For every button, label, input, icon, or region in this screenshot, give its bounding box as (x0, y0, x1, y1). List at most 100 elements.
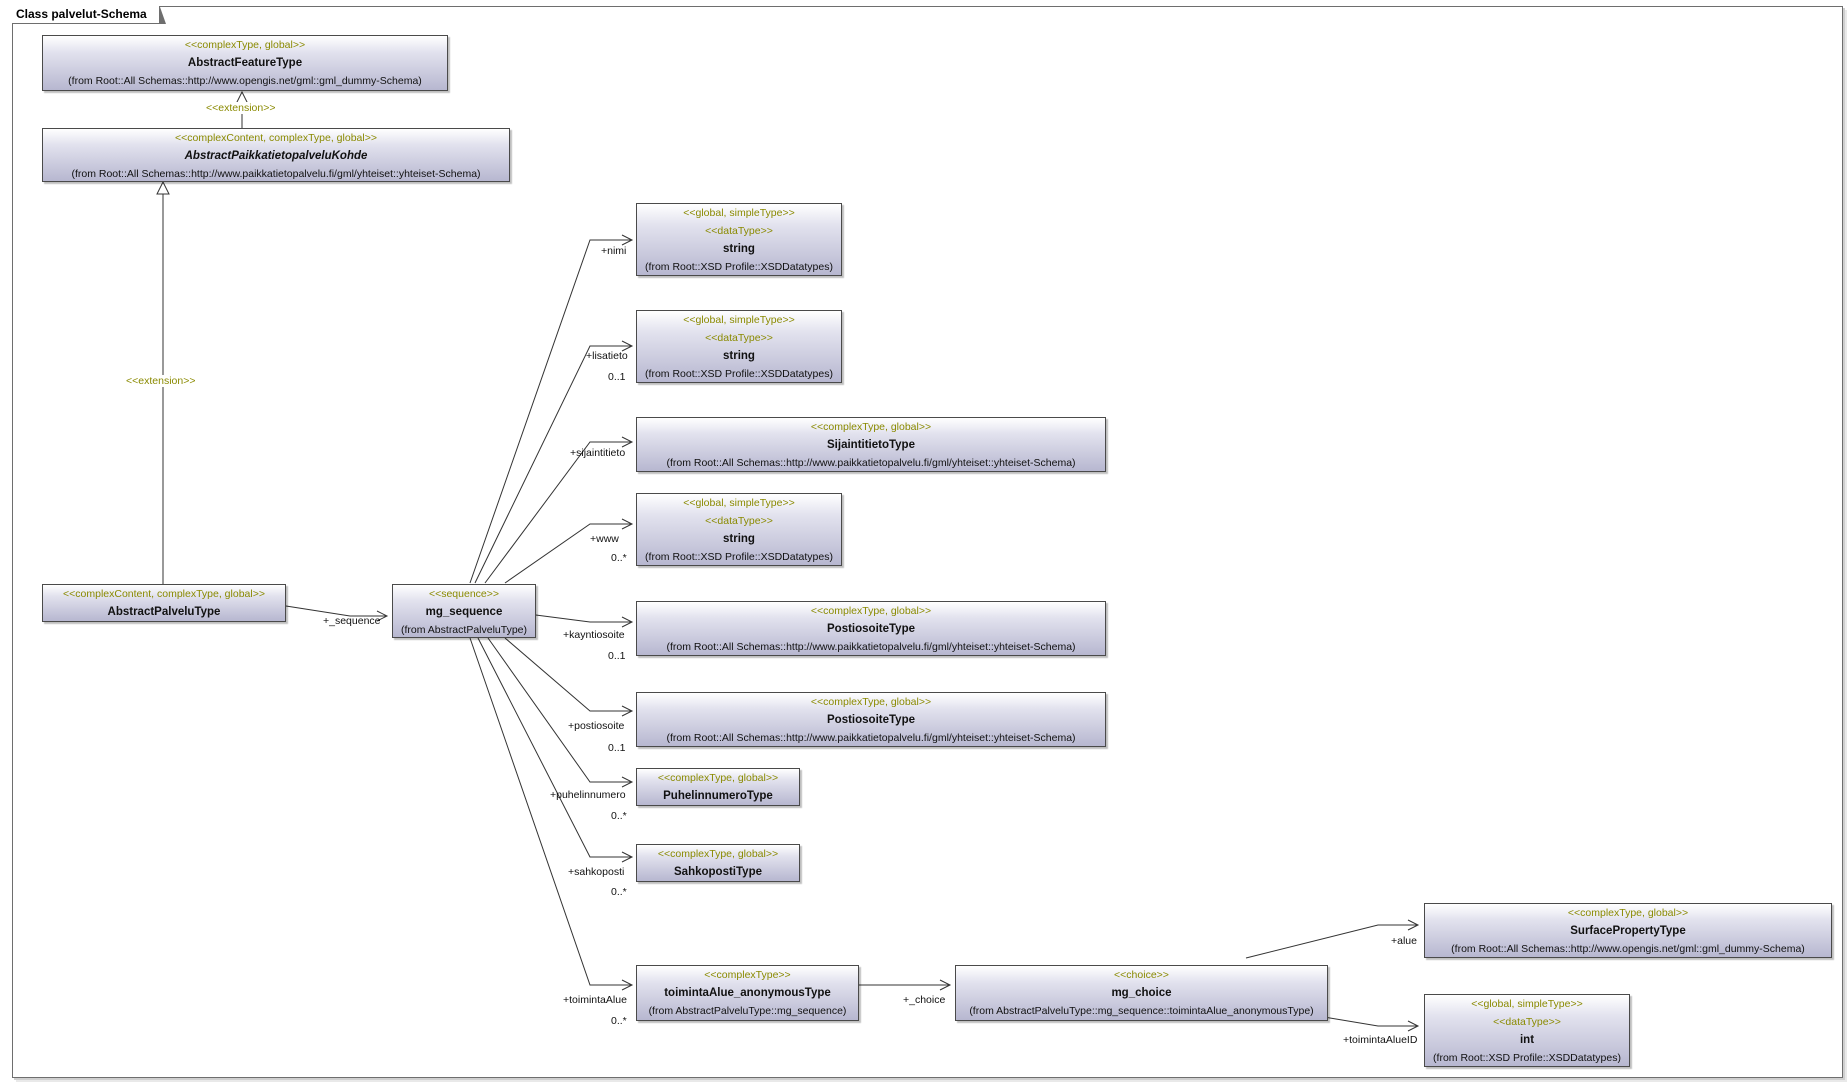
kayntiosoite-link (527, 613, 632, 623)
class-name: SahkopostiType (674, 866, 762, 878)
lisatieto-link (474, 345, 632, 584)
datatype-stereotype-label: <<dataType>> (705, 332, 773, 344)
stereotype-label: <<complexType, global>> (1567, 907, 1689, 919)
class-origin: (from AbstractPalveluType::mg_sequence::… (969, 1005, 1314, 1017)
class-origin: (from Root::All Schemas::http://www.paik… (666, 641, 1076, 653)
datatype-stereotype-label: <<dataType>> (1493, 1016, 1561, 1028)
stereotype-label: <<global, simpleType>> (683, 497, 795, 509)
stereotype-label: <<complexContent, complexType, global>> (175, 132, 377, 144)
toimintaalue-role-label: +toimintaAlue (563, 994, 627, 1006)
class-lisatieto-string[interactable]: <<global, simpleType>> <<dataType>> stri… (636, 310, 842, 383)
class-mg-sequence[interactable]: <<sequence>> mg_sequence (from AbstractP… (392, 584, 536, 638)
kayntiosoite-role-label: +kayntiosoite (563, 629, 625, 641)
class-origin: (from Root::XSD Profile::XSDDatatypes) (645, 261, 833, 273)
class-www-string[interactable]: <<global, simpleType>> <<dataType>> stri… (636, 493, 842, 566)
stereotype-label: <<complexType>> (704, 969, 791, 981)
class-origin: (from Root::XSD Profile::XSDDatatypes) (645, 551, 833, 563)
stereotype-label: <<complexType, global>> (810, 696, 932, 708)
class-puhelinnumero-type[interactable]: <<complexType, global>> PuhelinnumeroTyp… (636, 768, 800, 806)
extension-label-mid: <<extension>> (126, 375, 196, 387)
class-name: AbstractPaikkatietopalveluKohde (184, 150, 368, 162)
extension-arrowhead-mid (156, 180, 170, 195)
toimintaalueid-link (1317, 1015, 1418, 1027)
class-name: string (723, 243, 755, 255)
class-origin: (from Root::XSD Profile::XSDDatatypes) (1433, 1052, 1621, 1064)
diagram-title: Class palvelut-Schema (12, 6, 166, 24)
class-origin: (from Root::All Schemas::http://www.paik… (666, 457, 1076, 469)
stereotype-label: <<sequence>> (428, 588, 500, 600)
datatype-stereotype-label: <<dataType>> (705, 225, 773, 237)
alue-link (1245, 924, 1418, 959)
class-name: mg_sequence (425, 606, 503, 618)
toimintaalue-link (469, 637, 632, 986)
stereotype-label: <<complexType, global>> (184, 39, 306, 51)
stereotype-label: <<complexType, global>> (657, 848, 779, 860)
choice-role-label: +_choice (903, 994, 946, 1006)
stereotype-label: <<complexType, global>> (810, 421, 932, 433)
class-mg-choice[interactable]: <<choice>> mg_choice (from AbstractPalve… (955, 965, 1328, 1021)
class-name: string (723, 533, 755, 545)
class-name: PostiosoiteType (827, 623, 915, 635)
lisatieto-mult-label: 0..1 (608, 371, 626, 383)
stereotype-label: <<complexType, global>> (810, 605, 932, 617)
nimi-link (469, 239, 632, 584)
sijaintitieto-link (484, 441, 632, 584)
class-postiosoite-type-kaynti[interactable]: <<complexType, global>> PostiosoiteType … (636, 601, 1106, 656)
sahkoposti-role-label: +sahkoposti (568, 866, 625, 878)
sequence-link (285, 605, 387, 617)
postiosoite-mult-label: 0..1 (608, 742, 626, 754)
nimi-role-label: +nimi (601, 245, 627, 257)
class-name: AbstractPalveluType (107, 606, 221, 618)
toimintaalueid-role-label: +toimintaAlueID (1343, 1034, 1418, 1046)
class-abstract-feature-type[interactable]: <<complexType, global>> AbstractFeatureT… (42, 35, 448, 91)
diagram-frame (12, 6, 1843, 1078)
class-origin: (from Root::All Schemas::http://www.open… (68, 75, 422, 87)
postiosoite-link (504, 637, 632, 712)
class-nimi-string[interactable]: <<global, simpleType>> <<dataType>> stri… (636, 203, 842, 276)
class-origin: (from Root::All Schemas::http://www.paik… (71, 168, 481, 180)
class-name: PostiosoiteType (827, 714, 915, 726)
class-name: SurfacePropertyType (1570, 925, 1686, 937)
class-sahkoposti-type[interactable]: <<complexType, global>> SahkopostiType (636, 844, 800, 882)
lisatieto-role-label: +lisatieto (586, 350, 628, 362)
class-origin: (from Root::All Schemas::http://www.paik… (666, 732, 1076, 744)
class-name: int (1519, 1034, 1535, 1046)
alue-role-label: +alue (1391, 935, 1417, 947)
extension-label-top: <<extension>> (206, 102, 276, 114)
class-name: toimintaAlue_anonymousType (664, 987, 831, 999)
stereotype-label: <<global, simpleType>> (1471, 998, 1583, 1010)
class-int-type[interactable]: <<global, simpleType>> <<dataType>> int … (1424, 994, 1630, 1067)
stereotype-label: <<global, simpleType>> (683, 314, 795, 326)
sahkoposti-link (477, 637, 632, 858)
puhelinnumero-link (487, 637, 632, 783)
class-name: mg_choice (1111, 987, 1172, 999)
class-name: AbstractFeatureType (187, 57, 303, 69)
sequence-arrow (376, 610, 389, 622)
stereotype-label: <<complexContent, complexType, global>> (63, 588, 265, 600)
class-origin: (from Root::XSD Profile::XSDDatatypes) (645, 368, 833, 380)
puhelinnumero-role-label: +puhelinnumero (550, 789, 626, 801)
sequence-role-label: +_sequence (323, 615, 381, 627)
class-origin: (from Root::All Schemas::http://www.open… (1451, 943, 1805, 955)
class-name: SijaintitietoType (827, 439, 915, 451)
stereotype-label: <<complexType, global>> (657, 772, 779, 784)
class-surface-property-type[interactable]: <<complexType, global>> SurfacePropertyT… (1424, 903, 1832, 958)
class-abstract-palvelu-type[interactable]: <<complexContent, complexType, global>> … (42, 584, 286, 622)
sijaintitieto-role-label: +sijaintitieto (570, 447, 626, 459)
stereotype-label: <<choice>> (1114, 969, 1169, 981)
class-sijaintitieto-type[interactable]: <<complexType, global>> SijaintitietoTyp… (636, 417, 1106, 472)
www-role-label: +www (590, 533, 619, 545)
postiosoite-role-label: +postiosoite (568, 720, 625, 732)
class-name: PuhelinnumeroType (663, 790, 773, 802)
sahkoposti-mult-label: 0..* (611, 886, 627, 898)
stereotype-label: <<global, simpleType>> (683, 207, 795, 219)
class-postiosoite-type-posti[interactable]: <<complexType, global>> PostiosoiteType … (636, 692, 1106, 747)
toimintaalue-mult-label: 0..* (611, 1015, 627, 1027)
kayntiosoite-mult-label: 0..1 (608, 650, 626, 662)
class-toimintaalue-anonymous-type[interactable]: <<complexType>> toimintaAlue_anonymousTy… (636, 965, 859, 1021)
datatype-stereotype-label: <<dataType>> (705, 515, 773, 527)
class-origin: (from AbstractPalveluType) (400, 624, 528, 636)
class-abstract-paikkatietopalvelu-kohde[interactable]: <<complexContent, complexType, global>> … (42, 128, 510, 182)
www-mult-label: 0..* (611, 552, 627, 564)
